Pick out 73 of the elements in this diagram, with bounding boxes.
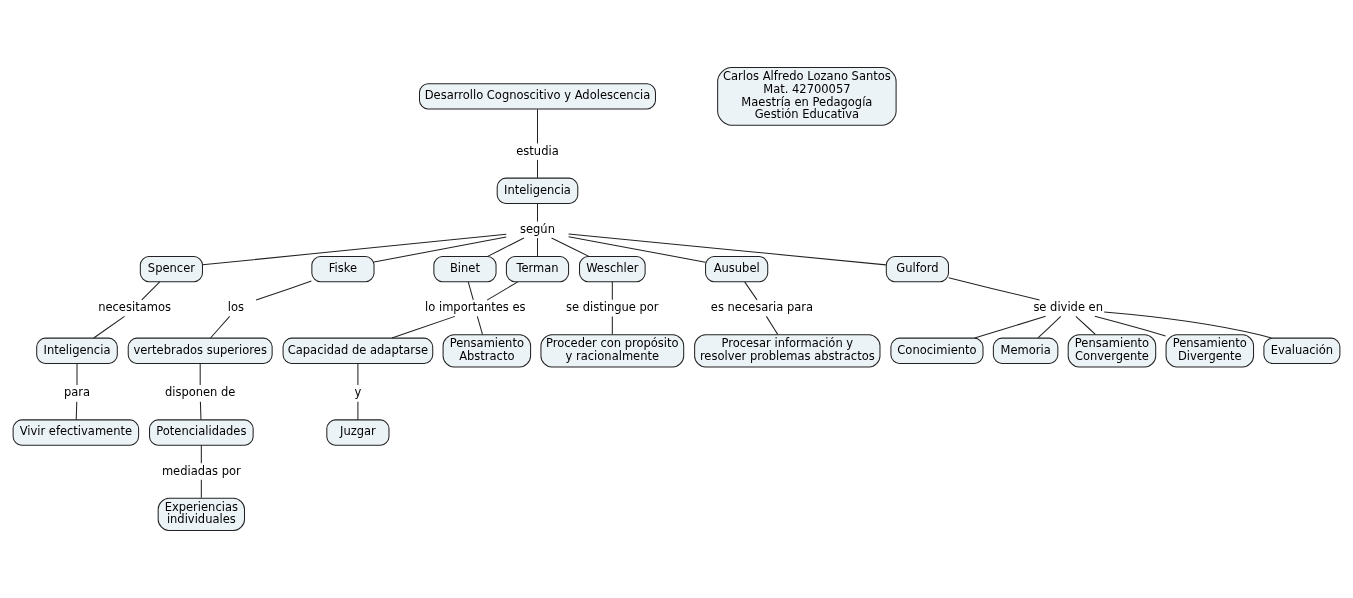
node-text: para bbox=[63, 385, 91, 400]
connector bbox=[611, 315, 613, 335]
node-text: estudia bbox=[516, 143, 559, 158]
node-box: Juzgar bbox=[326, 419, 390, 446]
connector bbox=[948, 277, 1041, 301]
connector bbox=[199, 401, 202, 421]
node-box: Desarrollo Cognoscitivo y Adolescencia bbox=[418, 83, 656, 110]
node-box: Binet bbox=[433, 255, 497, 283]
node-box: Pensamiento Divergente bbox=[1165, 334, 1255, 368]
node-box: Potencialidades bbox=[149, 419, 254, 446]
node-text: lo importantes es bbox=[425, 300, 526, 315]
node-text: según bbox=[520, 221, 555, 236]
node-box: Weschler bbox=[579, 255, 646, 283]
node-box: Procesar información y resolver problemas abstractos bbox=[694, 334, 881, 368]
connector bbox=[210, 315, 231, 339]
node-box: Memoria bbox=[992, 337, 1059, 364]
connector bbox=[1037, 315, 1062, 339]
connector bbox=[486, 281, 519, 301]
node-text: mediadas por bbox=[161, 463, 241, 478]
connector bbox=[536, 237, 538, 257]
node-box: Pensamiento Abstracto bbox=[442, 334, 532, 368]
node-box: Proceder con propósito y racionalmente bbox=[540, 334, 685, 368]
node-text: se divide en bbox=[1033, 300, 1104, 315]
node-box: Conocimiento bbox=[890, 337, 984, 364]
connector bbox=[200, 479, 202, 499]
node-box: Gulford bbox=[885, 255, 949, 283]
connector bbox=[536, 203, 538, 223]
node-text: se distingue por bbox=[566, 300, 659, 315]
connector bbox=[1103, 311, 1272, 339]
node-box: Evaluación bbox=[1263, 337, 1341, 364]
connector bbox=[765, 315, 779, 335]
node-text: los bbox=[227, 300, 244, 315]
connector bbox=[93, 315, 126, 339]
connector bbox=[536, 159, 538, 179]
connector bbox=[1094, 315, 1167, 337]
node-text: necesitamos bbox=[98, 300, 171, 315]
node-box: Ausubel bbox=[705, 255, 769, 283]
connector bbox=[357, 363, 359, 386]
connector bbox=[200, 444, 202, 464]
connector bbox=[76, 363, 78, 386]
node-box: Spencer bbox=[139, 255, 203, 283]
connector bbox=[1075, 315, 1096, 335]
connector bbox=[141, 281, 161, 301]
connector bbox=[391, 315, 456, 339]
connector bbox=[487, 237, 525, 257]
connector bbox=[568, 236, 706, 263]
node-box: Experiencias individuales bbox=[157, 497, 245, 531]
node-box: Capacidad de adaptarse bbox=[282, 337, 434, 364]
connector bbox=[551, 237, 590, 257]
node-box: Vivir efectivamente bbox=[12, 419, 140, 446]
node-text: es necesaria para bbox=[710, 300, 814, 315]
node-box: Terman bbox=[505, 255, 570, 283]
node-box: Inteligencia bbox=[496, 177, 579, 204]
connector bbox=[611, 281, 613, 301]
node-text: y bbox=[354, 385, 362, 400]
connector bbox=[255, 280, 312, 301]
connector bbox=[974, 315, 1047, 339]
connector bbox=[75, 401, 78, 421]
connector bbox=[373, 236, 507, 263]
node-box: Inteligencia bbox=[36, 337, 118, 364]
connector bbox=[199, 363, 201, 386]
node-box: Fiske bbox=[311, 255, 375, 283]
connector bbox=[536, 108, 538, 144]
connector bbox=[476, 315, 483, 335]
connector bbox=[357, 401, 359, 421]
node-box: vertebrados superiores bbox=[127, 337, 273, 364]
connector bbox=[568, 233, 887, 266]
connector bbox=[744, 281, 758, 301]
connector bbox=[202, 233, 507, 266]
connector bbox=[467, 281, 474, 301]
node-text: disponen de bbox=[164, 385, 236, 400]
node-box: Pensamiento Convergente bbox=[1067, 334, 1157, 368]
node-box: Carlos Alfredo Lozano Santos Mat. 42700057 Maestría en Pedagogía Gestión Educativa bbox=[717, 67, 897, 126]
